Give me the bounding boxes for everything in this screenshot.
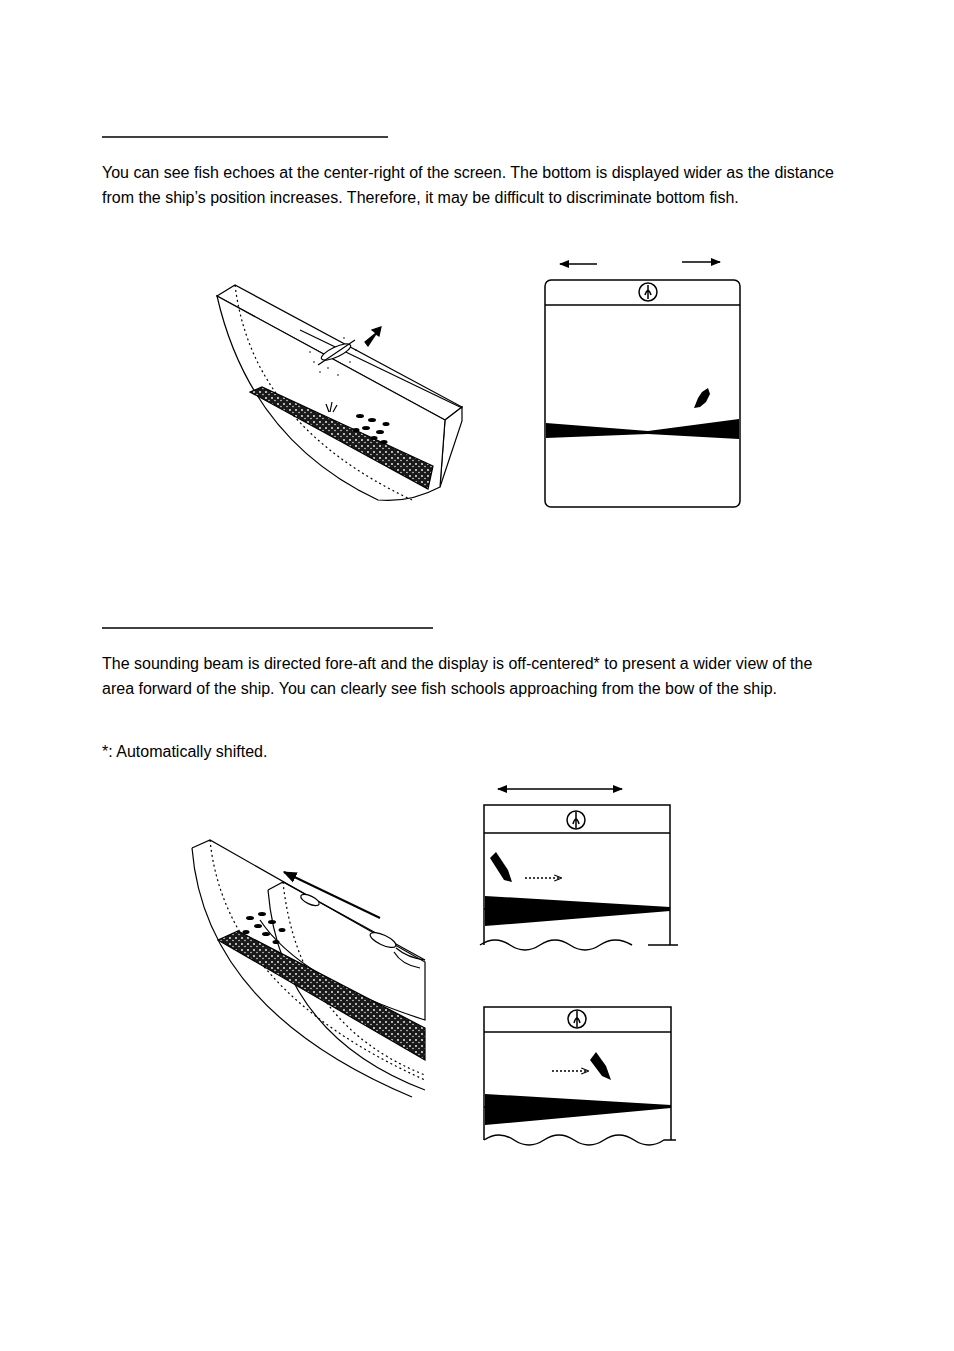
body-paragraph: The sounding beam is directed fore-aft a… [102, 651, 847, 701]
fore-aft-illustration-part [368, 930, 398, 951]
fore-aft-illustration-part [394, 948, 425, 968]
beam-slice-illustration-part-part [319, 371, 321, 373]
echo-screen-part [485, 1094, 671, 1125]
beam-slice-illustration-part [326, 402, 337, 412]
beam-slice-illustration-part [318, 340, 355, 365]
beam-slice-illustration-part-part [371, 436, 378, 440]
beam-slice-illustration-part-part [349, 361, 351, 363]
beam-slice-illustration-part-part [353, 428, 360, 432]
fore-aft-illustration-part [268, 882, 425, 960]
beam-slice-illustration-part-part [383, 422, 390, 426]
beam-slice-illustration-part-part [368, 418, 376, 422]
echo-screen-part [498, 788, 622, 790]
beam-slice-illustration-part-part [313, 361, 315, 363]
echo-screen-part [545, 304, 740, 306]
beam-slice-illustration [217, 285, 462, 500]
beam-slice-illustration-part [217, 296, 445, 500]
beam-slice-illustration-part-part [343, 337, 345, 339]
echo-screen-part [484, 1135, 676, 1145]
fore-aft-illustration [192, 840, 425, 1097]
echo-screen-part [545, 280, 740, 507]
echo-screen [484, 1007, 676, 1145]
echo-screen-part [560, 263, 597, 265]
beam-slice-illustration-part-part [362, 426, 370, 430]
beam-slice-illustration-part [250, 387, 433, 489]
fore-aft-illustration-part-part [254, 924, 262, 928]
beam-slice-illustration-part [365, 327, 381, 346]
echo-screen-part [546, 419, 739, 439]
fore-aft-illustration-part [218, 931, 425, 1060]
echo-screen-part [485, 896, 670, 926]
fore-aft-illustration-part [243, 912, 286, 944]
beam-slice-illustration-part [353, 414, 390, 444]
fore-aft-illustration-part-part [246, 916, 254, 920]
echo-screen-part [484, 832, 670, 834]
beam-slice-illustration-part [309, 337, 357, 376]
beam-slice-illustration-part-part [355, 349, 357, 351]
fore-aft-illustration-part-part [262, 932, 270, 936]
echo-screen-part [484, 908, 670, 910]
echo-screen-part [484, 1007, 671, 1140]
beam-slice-illustration-part-part [376, 430, 384, 434]
fore-aft-illustration-part-part [279, 928, 286, 932]
heading-rule [102, 136, 388, 138]
echo-screen-part [682, 261, 720, 263]
echo-screen-part [645, 285, 651, 299]
echo-screen-part [694, 388, 710, 408]
echo-screen-part [568, 1010, 586, 1028]
echo-screen-part [573, 812, 579, 828]
fore-aft-illustration-part [284, 872, 380, 918]
echo-screen-part [590, 1052, 611, 1080]
beam-slice-illustration-part-part [309, 351, 311, 353]
beam-slice-illustration-part-part [381, 440, 388, 444]
fore-aft-illustration-part-part [268, 920, 276, 924]
echo-screen-part [552, 1070, 588, 1072]
heading-rule [102, 627, 433, 629]
beam-slice-illustration-part-part [337, 374, 339, 376]
fore-aft-illustration-part-part [258, 912, 266, 916]
echo-screen-part [574, 1011, 580, 1027]
echo-screen-part [484, 1031, 671, 1033]
echo-screen-part [480, 940, 678, 950]
echo-screen-part [490, 852, 512, 882]
echo-screen-part [639, 283, 657, 301]
fore-aft-illustration-part [210, 840, 425, 1080]
echo-screen-part [525, 877, 561, 879]
echo-screen [480, 789, 678, 950]
echo-screen [545, 262, 740, 507]
echo-screen-part [484, 805, 670, 945]
beam-slice-illustration-part-part [327, 367, 329, 369]
beam-slice-illustration-part [319, 341, 352, 364]
echo-screen-part [567, 811, 585, 829]
beam-slice-illustration-part-part [356, 414, 364, 418]
fore-aft-illustration-part-part [243, 930, 250, 934]
fore-aft-illustration-part-part [273, 940, 280, 944]
echo-screen-part [484, 1106, 671, 1108]
footnote: *: Automatically shifted. [102, 739, 602, 764]
body-paragraph: You can see fish echoes at the center-ri… [102, 160, 847, 210]
fore-aft-illustration-part [299, 892, 321, 908]
beam-slice-illustration-part [300, 330, 462, 408]
